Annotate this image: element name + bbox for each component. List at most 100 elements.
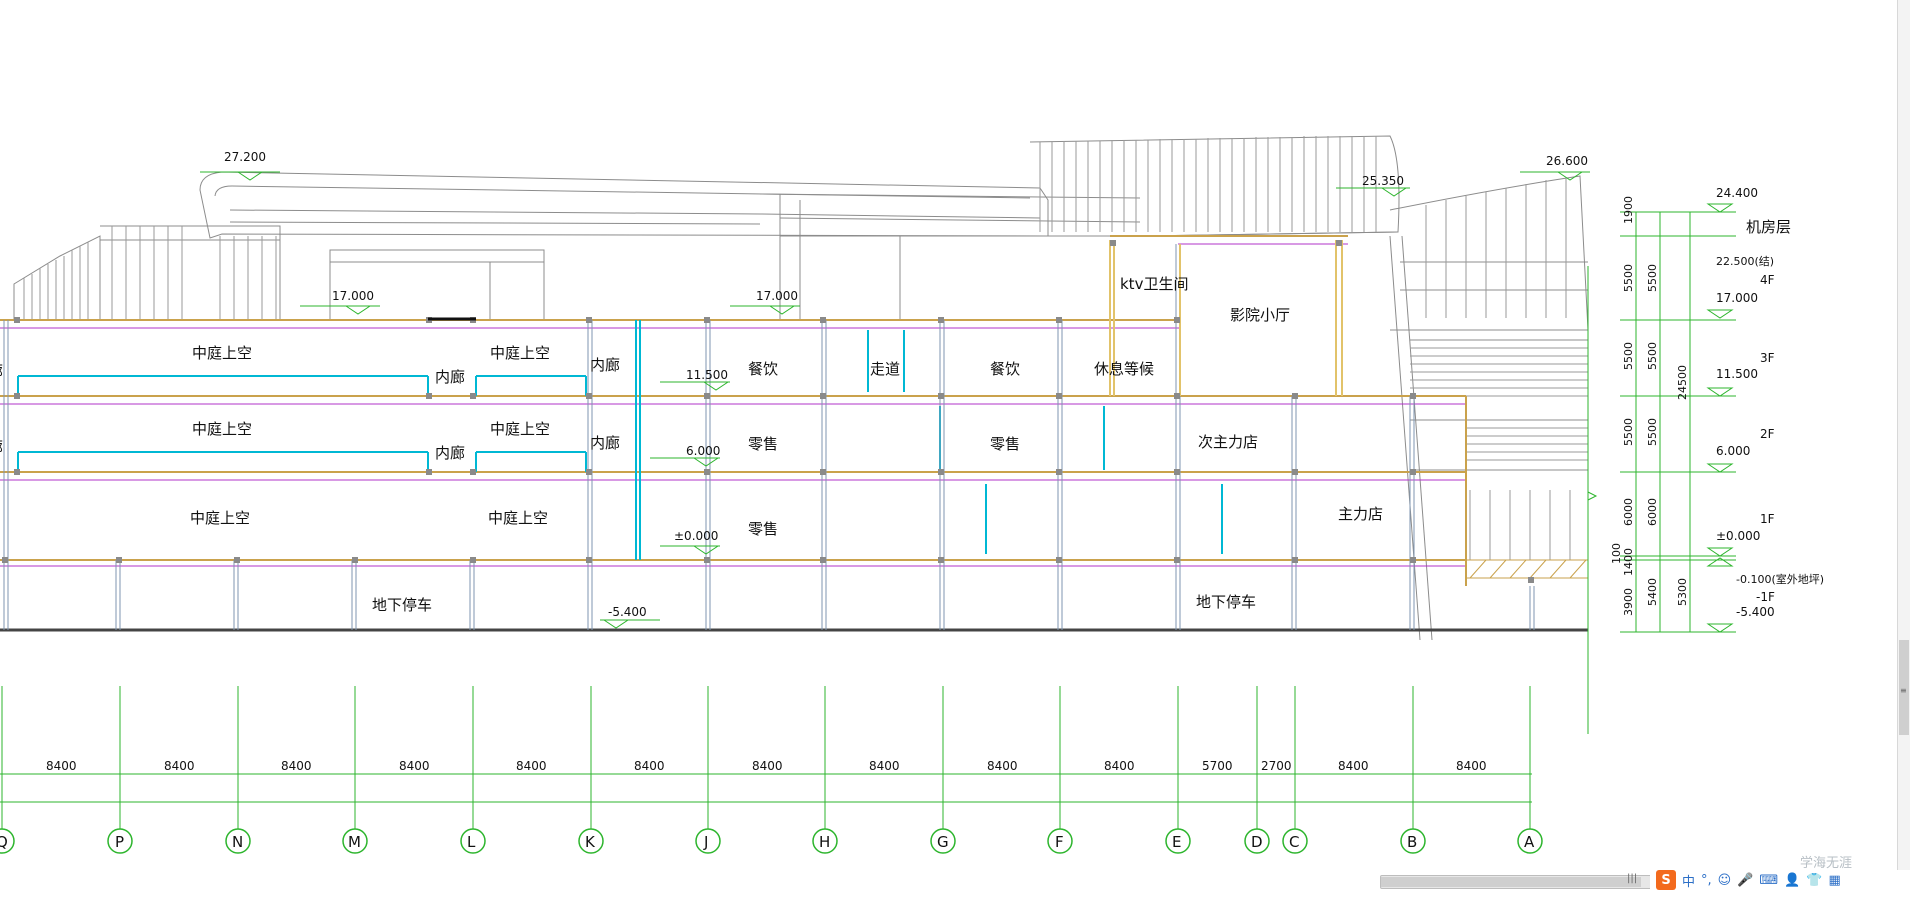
room-retail: 零售 bbox=[748, 520, 778, 538]
floor-2f: 2F bbox=[1760, 427, 1775, 441]
vertical-scrollbar[interactable]: ≡ bbox=[1897, 0, 1910, 870]
dim-5500: 5500 bbox=[1646, 264, 1659, 292]
vertical-scroll-thumb[interactable] bbox=[1899, 640, 1909, 735]
axis-a: A bbox=[1524, 833, 1535, 851]
room-corridor: 内廊 bbox=[435, 444, 465, 462]
room-atrium: 中庭上空 bbox=[192, 344, 252, 362]
skin-icon[interactable]: 👕 bbox=[1806, 872, 1823, 888]
dim-1400: 1400 bbox=[1622, 548, 1635, 576]
level-6000: 6.000 bbox=[686, 444, 720, 458]
ime-logo-icon[interactable]: S bbox=[1656, 870, 1676, 890]
ime-language-toggle[interactable]: 中 bbox=[1682, 874, 1696, 890]
menu-grid-icon[interactable]: ▦ bbox=[1828, 872, 1841, 888]
room-ktv-restroom: ktv卫生间 bbox=[1120, 275, 1188, 293]
dim-5500: 5500 bbox=[1622, 418, 1635, 446]
room-dining: 餐饮 bbox=[748, 360, 778, 378]
horizontal-scroll-thumb[interactable] bbox=[1381, 877, 1641, 887]
room-atrium: 中庭上空 bbox=[490, 420, 550, 438]
floor-1f: 1F bbox=[1760, 512, 1775, 526]
axis-d: D bbox=[1251, 833, 1263, 851]
dim-100: 100 bbox=[1610, 543, 1623, 564]
span-dim: 8400 bbox=[164, 759, 195, 773]
axis-m: M bbox=[348, 833, 361, 851]
axis-e: E bbox=[1172, 833, 1181, 851]
room-cinema: 影院小厅 bbox=[1230, 306, 1290, 324]
room-corridor: 内廊 bbox=[590, 356, 620, 374]
room-atrium: 中庭上空 bbox=[488, 509, 548, 527]
axis-k: K bbox=[585, 833, 596, 851]
span-dim: 8400 bbox=[752, 759, 783, 773]
span-dim: 8400 bbox=[869, 759, 900, 773]
level-6000-right: 6.000 bbox=[1716, 444, 1750, 458]
span-dim: 8400 bbox=[987, 759, 1018, 773]
keyboard-icon[interactable]: ⌨ bbox=[1759, 872, 1779, 888]
room-retail: 零售 bbox=[990, 435, 1020, 453]
floor-level-labels: 24.400 机房层 22.500(结) 4F 17.000 3F 11.500… bbox=[1716, 186, 1824, 619]
axis-p: P bbox=[115, 833, 124, 851]
axis-q: Q bbox=[0, 833, 8, 851]
level-labels: 27.200 25.350 26.600 17.000 17.000 11.50… bbox=[224, 150, 1588, 619]
column-nodes bbox=[2, 240, 1534, 583]
room-anchor: 主力店 bbox=[1338, 505, 1383, 523]
span-dim: 2700 bbox=[1261, 759, 1292, 773]
room-parking: 地下停车 bbox=[1196, 593, 1256, 611]
room-atrium: 中庭上空 bbox=[192, 420, 252, 438]
room-lounge: 休息等候 bbox=[1094, 360, 1154, 378]
microphone-icon[interactable]: 🎤 bbox=[1737, 872, 1754, 888]
span-dim: 8400 bbox=[281, 759, 312, 773]
ground-hatch-lines bbox=[1469, 559, 1587, 579]
dim-5500: 5500 bbox=[1622, 264, 1635, 292]
outdoor-ground-hatch bbox=[1465, 559, 1589, 579]
axis-labels: Q P N M L K J H G F E D C B A bbox=[0, 833, 1535, 851]
scroll-grip-icon: ||| bbox=[1627, 873, 1638, 884]
axis-grid-lines bbox=[0, 686, 1532, 832]
floor-machine-room: 机房层 bbox=[1746, 218, 1791, 236]
level-11500: 11.500 bbox=[686, 368, 728, 382]
ime-punctuation-toggle[interactable]: °, bbox=[1701, 872, 1712, 888]
user-icon[interactable]: 👤 bbox=[1784, 872, 1801, 888]
louver-hatching bbox=[23, 136, 1571, 560]
level-17000: 17.000 bbox=[1716, 291, 1758, 305]
room-corridor: 内廊 bbox=[435, 368, 465, 386]
emoji-icon[interactable]: ☺ bbox=[1717, 872, 1732, 888]
room-parking: 地下停车 bbox=[372, 596, 432, 614]
watermark: 学海无涯 bbox=[1800, 856, 1853, 871]
axis-bubbles bbox=[0, 828, 1543, 854]
level-outdoor: -0.100(室外地坪) bbox=[1736, 572, 1824, 586]
room-atrium: 中庭上空 bbox=[190, 509, 250, 527]
room-sub-anchor: 次主力店 bbox=[1198, 433, 1258, 451]
axis-g: G bbox=[937, 833, 949, 851]
level-0-right: ±0.000 bbox=[1716, 529, 1760, 543]
dim-5500: 5500 bbox=[1646, 342, 1659, 370]
level-27200: 27.200 bbox=[224, 150, 266, 164]
room-corridor: 内廊 bbox=[590, 434, 620, 452]
axis-b: B bbox=[1407, 833, 1417, 851]
level-0: ±0.000 bbox=[674, 529, 718, 543]
span-dim: 8400 bbox=[46, 759, 77, 773]
room-retail: 零售 bbox=[748, 435, 778, 453]
floor-b1: -1F bbox=[1756, 590, 1775, 604]
atrium-edges bbox=[17, 320, 1223, 560]
room-corridor-edge: 廊 bbox=[0, 362, 3, 380]
level-markers bbox=[200, 171, 1590, 629]
axis-h: H bbox=[819, 833, 830, 851]
dim-1900: 1900 bbox=[1622, 196, 1635, 224]
level-17000-left: 17.000 bbox=[332, 289, 374, 303]
ime-toolbar[interactable]: S 中 °, ☺ 🎤 ⌨ 👤 👕 ▦ bbox=[1650, 868, 1847, 892]
dim-5500: 5500 bbox=[1646, 418, 1659, 446]
span-dim: 8400 bbox=[1104, 759, 1135, 773]
scroll-grip-icon: ≡ bbox=[1900, 686, 1907, 695]
floor-4f: 4F bbox=[1760, 273, 1775, 287]
room-atrium: 中庭上空 bbox=[490, 344, 550, 362]
level-26600: 26.600 bbox=[1546, 154, 1588, 168]
room-walkway: 走道 bbox=[870, 360, 900, 378]
level-11500-right: 11.500 bbox=[1716, 367, 1758, 381]
axis-f: F bbox=[1055, 833, 1064, 851]
dim-6000: 6000 bbox=[1622, 498, 1635, 526]
level-neg5400-right: -5.400 bbox=[1736, 605, 1775, 619]
dim-total-24500: 24500 bbox=[1676, 365, 1689, 400]
span-dimensions: 8400 8400 8400 8400 8400 8400 8400 8400 … bbox=[46, 759, 1487, 773]
dim-5300: 5300 bbox=[1676, 578, 1689, 606]
level-24400: 24.400 bbox=[1716, 186, 1758, 200]
